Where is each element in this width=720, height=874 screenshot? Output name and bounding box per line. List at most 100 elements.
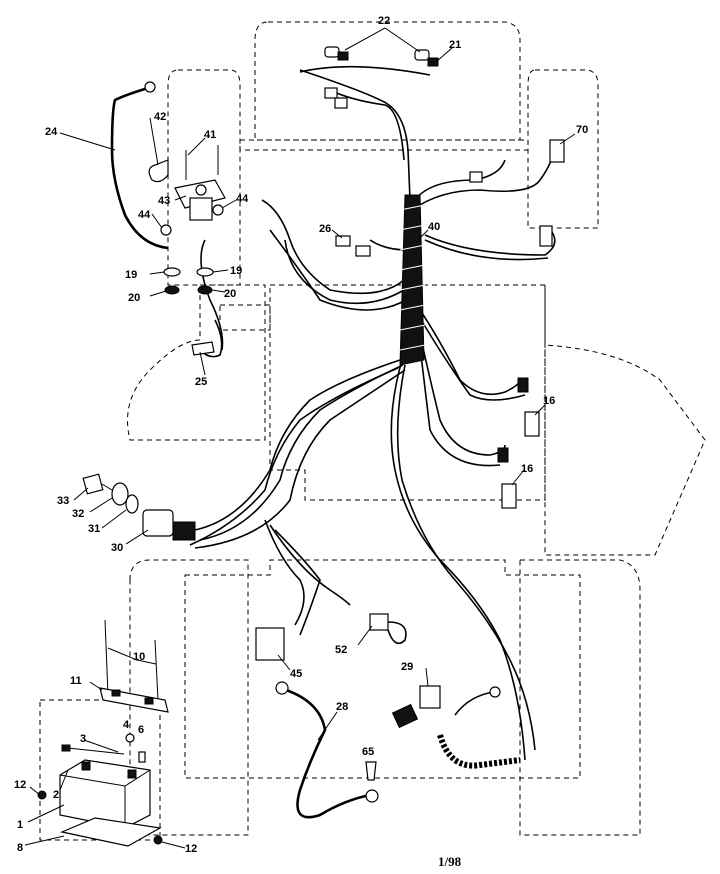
ground-terminal <box>489 686 501 698</box>
battery-tray-8 <box>60 817 162 847</box>
callout-42: 42 <box>154 111 166 123</box>
right-fender-outline <box>544 285 706 556</box>
plug-52 <box>369 613 389 631</box>
key-33 <box>82 473 104 495</box>
callout-10: 10 <box>133 651 145 663</box>
callout-43: 43 <box>158 195 170 207</box>
callout-29: 29 <box>401 661 413 673</box>
callout-19-right: 19 <box>230 265 242 277</box>
connector-hood-2 <box>334 97 348 109</box>
callout-3: 3 <box>80 733 86 745</box>
connector-right <box>539 225 553 247</box>
washer-31 <box>125 494 139 514</box>
washer-19b <box>196 267 214 277</box>
ignition-switch-30 <box>142 509 174 537</box>
callout-labels: 22 21 70 24 42 41 43 44 44 26 40 19 19 2… <box>14 15 588 855</box>
callout-28: 28 <box>336 701 348 713</box>
callout-45: 45 <box>290 668 302 680</box>
callout-4: 4 <box>123 719 130 731</box>
nut-32 <box>111 482 129 506</box>
harness-wires <box>189 65 556 761</box>
callout-33: 33 <box>57 495 69 507</box>
callout-6: 6 <box>138 724 144 736</box>
callout-26: 26 <box>319 223 331 235</box>
callout-22: 22 <box>378 15 390 27</box>
callout-16-lower: 16 <box>521 463 533 475</box>
callout-20-left: 20 <box>128 292 140 304</box>
terminal-25 <box>191 341 215 356</box>
harness-wrap <box>399 194 426 366</box>
relay-plug <box>391 703 419 729</box>
plug-16a <box>517 377 529 393</box>
callout-12-lower: 12 <box>185 843 197 855</box>
switch-16a <box>524 411 540 437</box>
callout-40: 40 <box>428 221 440 233</box>
connector-26b <box>355 245 371 257</box>
relay-29 <box>419 685 441 709</box>
frame-outline <box>239 139 529 151</box>
callout-2: 2 <box>53 789 59 801</box>
ground-lead <box>454 691 496 716</box>
callout-24: 24 <box>45 126 58 138</box>
nut-20b <box>197 285 213 295</box>
callout-41: 41 <box>204 129 216 141</box>
callout-16-upper: 16 <box>543 395 555 407</box>
callout-31: 31 <box>88 523 100 535</box>
bulb-left <box>324 46 340 58</box>
footer-code: 1/98 <box>438 854 462 869</box>
nut-12a <box>37 790 47 800</box>
right-rear-wheel-outline <box>519 559 641 836</box>
callout-32: 32 <box>72 508 84 520</box>
coil-wrap <box>437 734 521 769</box>
callout-1: 1 <box>17 819 23 831</box>
nut-44b <box>212 204 224 216</box>
clamp-42 <box>148 159 169 183</box>
callout-12-upper: 12 <box>14 779 26 791</box>
dash-panel-outline <box>219 304 271 331</box>
callout-30: 30 <box>111 542 123 554</box>
tractor-outline <box>39 21 706 841</box>
right-front-wheel-outline <box>527 69 599 229</box>
callout-44-left: 44 <box>138 209 151 221</box>
callout-8: 8 <box>17 842 23 854</box>
callout-70: 70 <box>576 124 588 136</box>
callout-21: 21 <box>449 39 461 51</box>
screw-65 <box>365 761 377 781</box>
callout-44-right: 44 <box>236 193 249 205</box>
bulb-right <box>414 49 430 61</box>
nut-44a <box>160 224 172 236</box>
leader-lines <box>24 27 576 849</box>
rear-frame-outline <box>184 559 581 779</box>
socket-21 <box>427 57 439 67</box>
plug-16b <box>497 447 509 463</box>
nut-20a <box>164 285 180 295</box>
cable-28-terminal-top <box>275 681 289 695</box>
left-front-wheel-outline <box>167 69 241 286</box>
components <box>37 46 565 847</box>
callout-19-left: 19 <box>125 269 137 281</box>
callout-52: 52 <box>335 644 347 656</box>
callout-11: 11 <box>70 675 82 687</box>
callout-65: 65 <box>362 746 374 758</box>
callout-25: 25 <box>195 376 207 388</box>
cable-28 <box>279 686 371 819</box>
connector-70 <box>549 139 565 163</box>
connector-70b <box>469 171 483 183</box>
ignition-plug <box>172 521 196 541</box>
solenoid-body <box>189 197 213 221</box>
left-fender-outline <box>127 284 266 441</box>
nut-12b <box>153 835 163 845</box>
connector-hood <box>324 87 338 99</box>
module-45 <box>255 627 285 661</box>
switch-16b <box>501 483 517 509</box>
socket-left <box>337 51 349 61</box>
connector-26 <box>335 235 351 247</box>
cable-24-terminal <box>144 81 156 93</box>
hood-outline <box>254 21 521 141</box>
washer-19a <box>163 267 181 277</box>
callout-20-right: 20 <box>224 288 236 300</box>
cable-24 <box>110 86 169 250</box>
cable-28-terminal-bottom <box>365 789 379 803</box>
